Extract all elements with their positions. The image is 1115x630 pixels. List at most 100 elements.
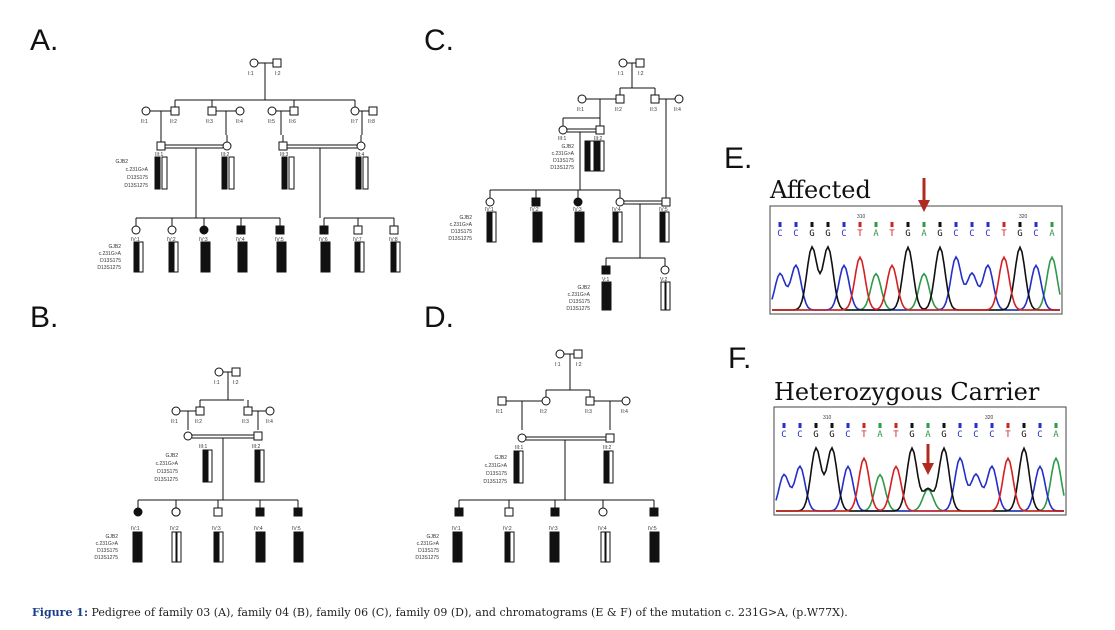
id-label: I:1 [618, 71, 624, 77]
base-call: C [969, 229, 974, 239]
base-call: C [797, 430, 802, 440]
base-marker [858, 222, 862, 227]
marker-label: GJB2 [459, 215, 472, 221]
marker-label: D13S175 [157, 469, 178, 475]
base-call: G [829, 430, 834, 440]
pedigree-b-labels: I:1 I:2 II:1 II:2 II:3 II:4 III:1 III:2 … [94, 380, 301, 561]
marker-label: D13S1275 [483, 479, 507, 485]
id-label: IV:6 [319, 237, 328, 243]
base-marker [894, 423, 898, 428]
id-label: I:2 [275, 71, 281, 77]
arrow-head-icon [922, 463, 934, 475]
marker-label: GJB2 [108, 244, 121, 250]
id-label: III:2 [594, 136, 603, 142]
id-label: II:1 [171, 419, 178, 425]
id-label: IV:2 [503, 526, 512, 532]
id-label: III:2 [603, 445, 612, 451]
base-marker [782, 423, 786, 428]
base-marker [922, 222, 926, 227]
id-label: I:2 [576, 362, 582, 368]
chromatogram-e-title: Affected [769, 176, 871, 204]
base-call: C [781, 430, 786, 440]
panel-letter-b: B. [30, 301, 58, 334]
marker-label: D13S1275 [415, 555, 439, 561]
base-marker [778, 222, 782, 227]
base-call: G [905, 229, 910, 239]
base-marker [954, 222, 958, 227]
caption-text: Pedigree of family 03 (A), family 04 (B)… [88, 606, 848, 619]
id-label: IV:1 [452, 526, 461, 532]
id-label: IV:1 [485, 207, 494, 213]
base-call: G [813, 430, 818, 440]
id-label: IV:1 [131, 526, 140, 532]
marker-label: D13S175 [100, 258, 121, 264]
id-label: IV:4 [236, 237, 245, 243]
id-label: IV:2 [530, 207, 539, 213]
base-marker [810, 222, 814, 227]
base-call: A [873, 229, 879, 239]
id-label: II:4 [266, 419, 273, 425]
position-label: 320 [1019, 214, 1028, 220]
base-marker [1002, 222, 1006, 227]
base-call: T [1005, 430, 1011, 440]
base-call: G [909, 430, 914, 440]
base-call: A [1053, 430, 1059, 440]
id-label: IV:3 [212, 526, 221, 532]
base-marker [1022, 423, 1026, 428]
marker-label: GJB2 [561, 144, 574, 150]
id-label: IV:8 [389, 237, 398, 243]
id-label: II:3 [585, 409, 592, 415]
id-label: IV:1 [131, 237, 140, 243]
marker-label: D13S1275 [566, 306, 590, 312]
base-call: C [777, 229, 782, 239]
id-label: III:2 [252, 444, 261, 450]
base-call: C [989, 430, 994, 440]
pedigree-c [485, 58, 684, 311]
base-marker [814, 423, 818, 428]
marker-label: GJB2 [494, 455, 507, 461]
base-call: C [973, 430, 978, 440]
id-label: II:8 [368, 119, 375, 125]
base-call: C [1037, 430, 1042, 440]
marker-label: D13S1275 [448, 236, 472, 242]
marker-label: D13S175 [127, 175, 148, 181]
base-call: C [845, 430, 850, 440]
id-label: III:1 [155, 152, 164, 158]
id-label: I:1 [248, 71, 254, 77]
id-label: II:3 [650, 107, 657, 113]
base-marker [1018, 222, 1022, 227]
id-label: IV:5 [292, 526, 301, 532]
base-call: G [941, 430, 946, 440]
base-call: G [1021, 430, 1026, 440]
id-label: II:2 [540, 409, 547, 415]
id-label: II:3 [206, 119, 213, 125]
base-marker [906, 222, 910, 227]
base-marker [1006, 423, 1010, 428]
id-label: IV:4 [598, 526, 607, 532]
marker-label: D13S175 [486, 471, 507, 477]
id-label: II:2 [195, 419, 202, 425]
marker-label: D13S1275 [97, 265, 121, 271]
base-call: G [1017, 229, 1022, 239]
panel-letter-e: E. [724, 142, 752, 175]
base-call: A [921, 229, 927, 239]
caption-label: Figure 1: [32, 606, 89, 619]
base-call: A [877, 430, 883, 440]
id-label: II:6 [289, 119, 296, 125]
pedigree-d [452, 349, 660, 563]
trace-T [772, 255, 1060, 311]
id-label: IV:5 [275, 237, 284, 243]
id-label: II:1 [141, 119, 148, 125]
marker-label: c.231G>A [417, 541, 440, 547]
base-marker [942, 423, 946, 428]
id-label: II:4 [674, 107, 681, 113]
base-marker [830, 423, 834, 428]
marker-label: D13S1275 [94, 555, 118, 561]
id-label: IV:7 [353, 237, 362, 243]
id-label: III:1 [558, 136, 567, 142]
id-label: IV:5 [659, 207, 668, 213]
arrow-head-icon [918, 200, 930, 212]
